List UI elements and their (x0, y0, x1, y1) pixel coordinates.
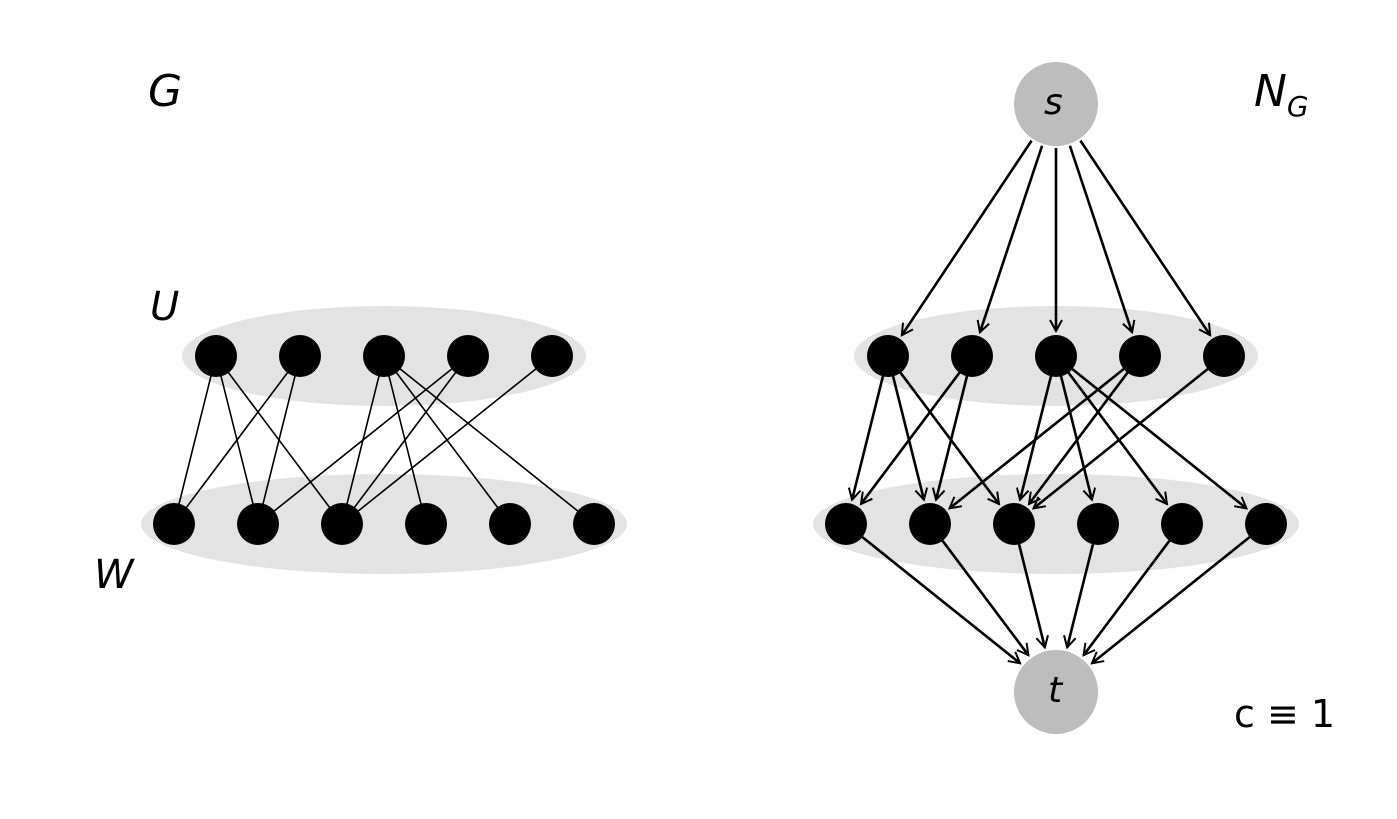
u-node (1035, 335, 1077, 377)
source-node (1014, 62, 1098, 146)
w-node (825, 503, 867, 545)
edge (185, 371, 289, 509)
edge (357, 367, 537, 513)
u-node (363, 335, 405, 377)
u-node (1203, 335, 1245, 377)
arc (852, 375, 885, 499)
edge (399, 367, 579, 513)
arc (891, 375, 924, 499)
sink-arc (1084, 540, 1171, 655)
w-node (1245, 503, 1287, 545)
arc (950, 367, 1126, 508)
u-node (867, 335, 909, 377)
w-node (153, 503, 195, 545)
u-node (195, 335, 237, 377)
u-node (1119, 335, 1161, 377)
w-node (1077, 503, 1119, 545)
edge (273, 367, 453, 513)
network-title-main: N (1254, 66, 1287, 117)
source-arc (1068, 145, 1132, 333)
arc (861, 371, 962, 504)
graph-g-title: G (148, 66, 183, 117)
w-node (1161, 503, 1203, 545)
arc (1070, 367, 1247, 508)
u-node (531, 335, 573, 377)
sink-arc (1067, 544, 1095, 647)
w-node (909, 503, 951, 545)
edge (178, 375, 212, 505)
w-node (489, 503, 531, 545)
edge (353, 371, 457, 509)
w-node (573, 503, 615, 545)
sink-arc (941, 540, 1029, 655)
w-node (405, 503, 447, 545)
sink-node (1014, 650, 1098, 734)
arc (1020, 375, 1053, 499)
source-arc (980, 145, 1044, 333)
capacity-note: c ≡ 1 (1234, 692, 1336, 736)
sink-arc (861, 536, 1020, 663)
network-title: NG (1254, 66, 1309, 123)
arc (936, 375, 969, 499)
w-node (237, 503, 279, 545)
network-title-sub: G (1286, 89, 1309, 123)
source-arc (902, 139, 1033, 336)
w-node (321, 503, 363, 545)
w-node (993, 503, 1035, 545)
sink-arc (1017, 544, 1045, 647)
w-set-label: W (94, 552, 134, 598)
arc (1029, 371, 1130, 504)
arc (1034, 367, 1210, 508)
source-label: s (1044, 82, 1063, 123)
arc (1059, 375, 1092, 499)
w-partition-ellipse (141, 474, 627, 574)
sink-label: t (1048, 670, 1063, 711)
edge (262, 375, 296, 505)
source-arc (1079, 139, 1210, 336)
u-set-label: U (150, 284, 180, 330)
u-node (279, 335, 321, 377)
u-node (951, 335, 993, 377)
sink-arc (1092, 536, 1251, 663)
arc (1066, 371, 1167, 504)
u-node (447, 335, 489, 377)
